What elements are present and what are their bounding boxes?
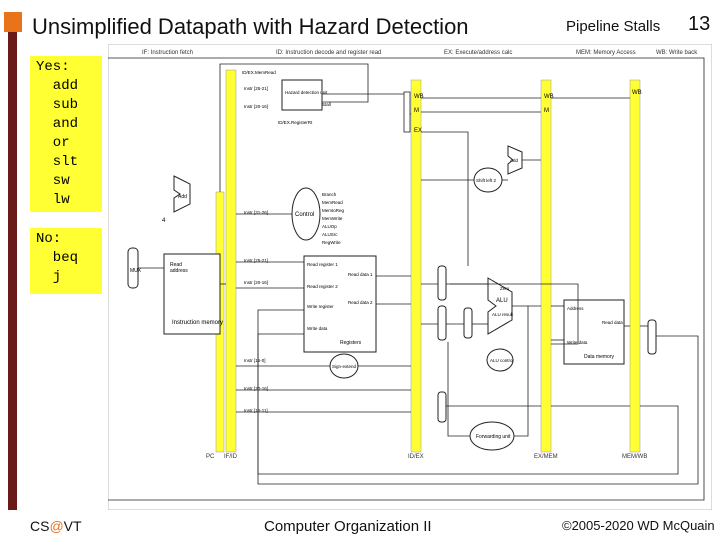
signal-regwrite: RegWrite — [322, 240, 341, 245]
memwb-label: MEM/WB — [622, 454, 647, 460]
instruction-memory-label: Instruction memory — [172, 320, 223, 326]
footer-course-suffix: VT — [63, 518, 82, 534]
instr-field-20-16-lower: Instr [20-16] — [244, 386, 268, 391]
stage-label-if: IF: Instruction fetch — [142, 50, 193, 56]
signal-memwrite: MemWrite — [322, 216, 343, 221]
svg-text:address: address — [170, 268, 188, 274]
forward-a-mux — [437, 265, 447, 301]
pc-adder — [173, 175, 191, 213]
idex-wb-field: WB — [414, 94, 424, 100]
alu — [487, 277, 513, 335]
slide-title: Unsimplified Datapath with Hazard Detect… — [32, 14, 469, 39]
memory-address-port: Address — [567, 306, 584, 311]
pc-mux-label: MUX — [130, 268, 142, 274]
instr-field-15-0: Instr [15-0] — [244, 358, 266, 363]
register-file — [303, 255, 377, 353]
alu-zero-output: Zero — [500, 286, 510, 291]
instr-field-31-26: Instr [31-26] — [244, 210, 268, 215]
alu-control-label: ALU control — [490, 358, 514, 363]
footer-course-prefix: CS — [30, 518, 50, 534]
idex-m-field: M — [414, 108, 419, 114]
alu-label: ALU — [496, 298, 508, 304]
instr-field-20-16: Instr [20-16] — [244, 280, 268, 285]
stage-label-wb: WB: Write back — [656, 50, 698, 56]
read-data-1-port: Read data 1 — [348, 272, 373, 277]
signal-alusrc: ALUSrc — [322, 232, 338, 237]
forwarding-unit-label: Forwarding unit — [476, 434, 511, 440]
section-label: Pipeline Stalls — [566, 18, 661, 35]
footer-copyright: ©2005-2020 WD McQuain — [562, 518, 715, 533]
read-data-2-port: Read data 2 — [348, 300, 373, 305]
ifid-register-bar — [225, 69, 237, 453]
branch-adder — [507, 145, 523, 175]
hazard-detection-unit — [281, 79, 323, 111]
registers-label: Registers — [340, 340, 362, 346]
memtoreg-mux — [647, 319, 657, 355]
read-register-1-port: Read register 1 — [307, 262, 338, 267]
datapath-wires — [108, 57, 705, 501]
hazard-unit-label: Hazard detection unit — [285, 90, 328, 95]
exmem-wb-field: WB — [544, 94, 554, 100]
stage-label-id: ID: Instruction decode and register read — [276, 50, 381, 56]
alu-control-unit — [486, 348, 514, 372]
yes-instructions-text: Yes: add sub and or slt sw lw — [36, 59, 79, 208]
exmem-label: EX/MEM — [534, 454, 558, 460]
idex-label: ID/EX — [408, 454, 424, 460]
sign-extend-label: Sign-extend — [332, 364, 357, 369]
yes-instructions-note: Yes: add sub and or slt sw lw — [30, 56, 102, 212]
control-label: Control — [295, 212, 314, 218]
pc-increment-const: 4 — [162, 218, 166, 224]
idex-rt-label: ID/EX.RegisterRt — [278, 120, 313, 125]
pc-adder-label: Add — [178, 194, 187, 200]
alu-result-output: ALU result — [492, 312, 514, 317]
signal-branch: Branch — [322, 192, 337, 197]
alusrc-mux — [463, 307, 473, 339]
no-instructions-note: No: beq j — [30, 228, 102, 294]
footer-title: Computer Organization II — [264, 518, 432, 535]
instruction-memory — [163, 253, 221, 335]
memory-write-data-port: Write data — [567, 340, 588, 345]
instr-field-25-21-top: Instr [25-21] — [244, 86, 268, 91]
data-memory-label: Data memory — [584, 354, 615, 360]
data-memory — [563, 299, 625, 365]
accent-square — [4, 12, 22, 32]
shift-left-label: Shift left 2 — [476, 178, 497, 183]
instr-field-20-16-top: Instr [20-16] — [244, 104, 268, 109]
exmem-m-field: M — [544, 108, 549, 114]
stage-label-ex: EX: Execute/address calc — [444, 50, 512, 56]
memwb-register-bar — [629, 79, 641, 453]
branch-adder-label: Add — [510, 158, 519, 163]
control-mux — [403, 91, 411, 133]
write-data-port: Write data — [307, 326, 328, 331]
instr-field-25-21: Instr [25-21] — [244, 258, 268, 263]
memory-read-data-port: Read data — [602, 320, 623, 325]
datapath-diagram: IF: Instruction fetch ID: Instruction de… — [108, 44, 712, 510]
idex-register-bar — [410, 79, 422, 453]
forward-b-mux — [437, 305, 447, 341]
footer-course-at: @ — [49, 518, 64, 534]
memwb-wb-field: WB — [632, 90, 642, 96]
stage-label-mem: MEM: Memory Access — [576, 50, 636, 56]
read-register-2-port: Read register 2 — [307, 284, 338, 289]
signal-memtoreg: MemtoReg — [322, 208, 345, 213]
stall-label: Stall — [322, 102, 331, 107]
slide-number: 13 — [688, 13, 711, 35]
footer-course: CS@VT — [30, 518, 82, 534]
left-accent-bar — [8, 32, 17, 510]
idex-memread-label: ID/EX.MemRead — [242, 70, 276, 75]
write-register-port: Write register — [307, 304, 334, 309]
instruction-memory-readaddr: Read — [170, 262, 182, 268]
exmem-register-bar — [540, 79, 552, 453]
signal-aluop: ALUOp — [322, 224, 337, 229]
signal-memread: MemRead — [322, 200, 343, 205]
no-instructions-text: No: beq j — [36, 231, 79, 285]
pc-label: PC — [206, 454, 215, 460]
instr-field-15-11: Instr [15-11] — [244, 408, 268, 413]
ifid-label: IF/ID — [224, 454, 238, 460]
regdst-mux — [437, 391, 447, 423]
idex-ex-field: EX — [414, 128, 422, 134]
